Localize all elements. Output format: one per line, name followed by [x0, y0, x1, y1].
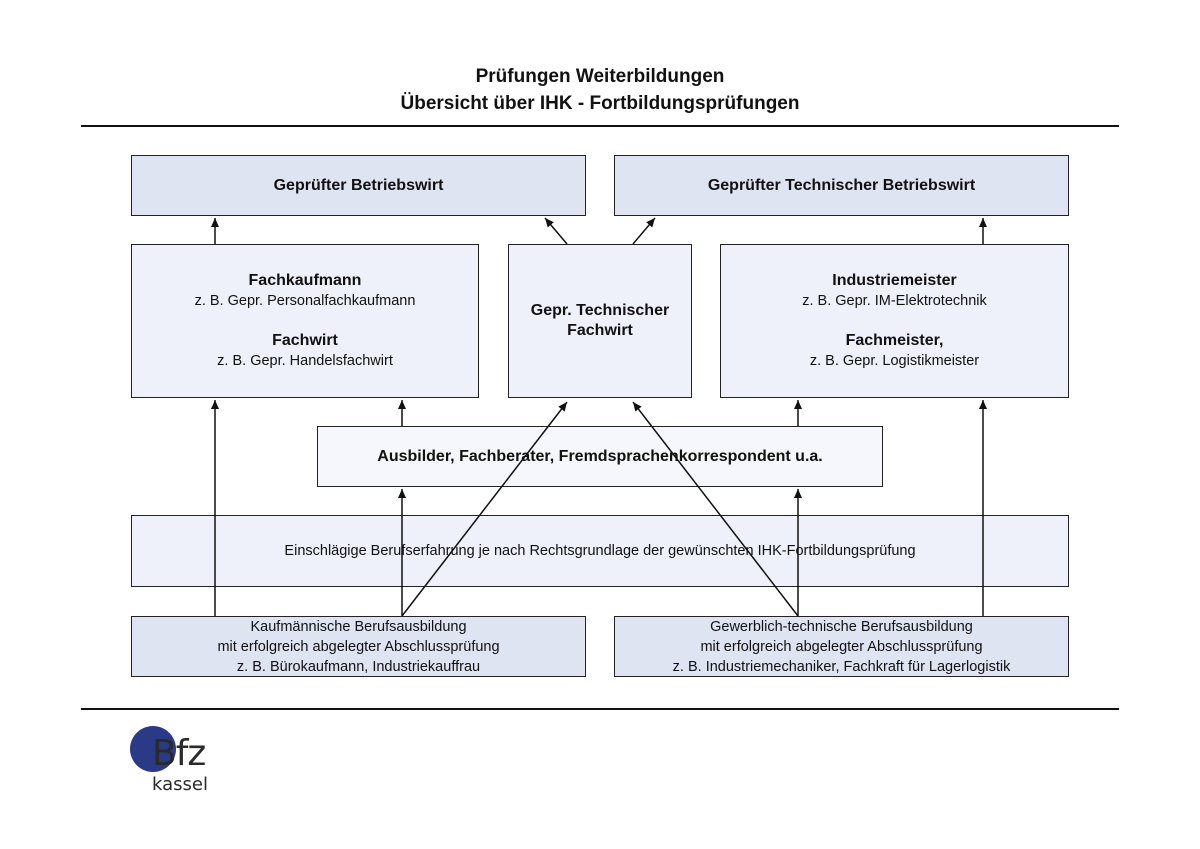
fachwirt-title: Fachwirt: [272, 332, 338, 349]
box-tech-betriebswirt: Geprüfter Technischer Betriebswirt: [614, 155, 1069, 216]
bottom-divider: [81, 708, 1119, 710]
arrow-techfachwirt-to-techbetriebswirt: [632, 217, 656, 245]
box-industriemeister-fachmeister: Industriemeister z. B. Gepr. IM-Elektrot…: [720, 244, 1069, 398]
fachwirt-example: z. B. Gepr. Handelsfachwirt: [217, 353, 393, 369]
box-berufserfahrung: Einschlägige Berufserfahrung je nach Rec…: [131, 515, 1069, 587]
gewerbl-ausbildung-line3: z. B. Industriemechaniker, Fachkraft für…: [672, 658, 1011, 675]
kaufm-ausbildung-line1: Kaufmännische Berufsausbildung: [250, 618, 467, 635]
logo-brand: Bfz: [152, 733, 206, 774]
arrow-techfachwirt-to-betriebswirt: [544, 217, 568, 245]
box-gewerbl-ausbildung: Gewerblich-technische Berufsausbildung m…: [614, 616, 1069, 677]
top-divider: [81, 125, 1119, 127]
tech-fachwirt-line2: Fachwirt: [567, 322, 633, 339]
box-fachkaufmann-fachwirt: Fachkaufmann z. B. Gepr. Personalfachkau…: [131, 244, 479, 398]
box-tech-fachwirt: Gepr. Technischer Fachwirt: [508, 244, 692, 398]
box-betriebswirt: Geprüfter Betriebswirt: [131, 155, 586, 216]
kaufm-ausbildung-line2: mit erfolgreich abgelegter Abschlussprüf…: [217, 638, 500, 655]
tech-fachwirt-line1: Gepr. Technischer: [530, 302, 670, 319]
box-berufserfahrung-label: Einschlägige Berufserfahrung je nach Rec…: [284, 543, 916, 559]
fachmeister-title: Fachmeister,: [845, 332, 944, 349]
bfz-logo: Bfz kassel: [130, 726, 230, 800]
box-kaufm-ausbildung: Kaufmännische Berufsausbildung mit erfol…: [131, 616, 586, 677]
logo-city: kassel: [152, 774, 208, 795]
page-title-line1: Prüfungen Weiterbildungen: [475, 66, 725, 87]
box-betriebswirt-label: Geprüfter Betriebswirt: [273, 176, 444, 194]
page-title-line2: Übersicht über IHK - Fortbildungsprüfung…: [400, 93, 800, 114]
fachkaufmann-example: z. B. Gepr. Personalfachkaufmann: [194, 293, 416, 309]
kaufm-ausbildung-line3: z. B. Bürokaufmann, Industriekauffrau: [236, 658, 481, 675]
gewerbl-ausbildung-line2: mit erfolgreich abgelegter Abschlussprüf…: [700, 638, 983, 655]
box-ausbilder: Ausbilder, Fachberater, Fremdsprachenkor…: [317, 426, 883, 487]
industriemeister-example: z. B. Gepr. IM-Elektrotechnik: [802, 293, 987, 309]
fachkaufmann-title: Fachkaufmann: [248, 272, 362, 289]
industriemeister-title: Industriemeister: [832, 272, 957, 289]
box-ausbilder-label: Ausbilder, Fachberater, Fremdsprachenkor…: [377, 447, 823, 465]
logo-circle-icon: [130, 726, 176, 772]
fachmeister-example: z. B. Gepr. Logistikmeister: [809, 353, 980, 369]
gewerbl-ausbildung-line1: Gewerblich-technische Berufsausbildung: [710, 618, 973, 635]
box-tech-betriebswirt-label: Geprüfter Technischer Betriebswirt: [707, 176, 976, 194]
